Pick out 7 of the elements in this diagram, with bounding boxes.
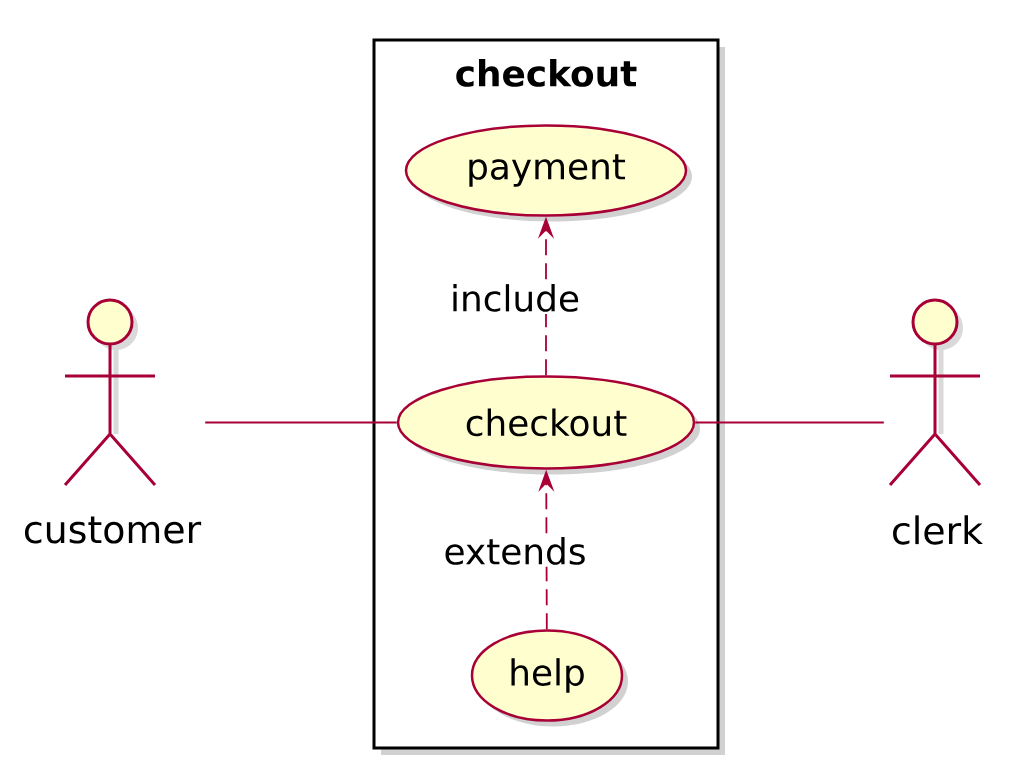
connector (694, 421, 885, 424)
actor-name: customer (24, 516, 202, 544)
actor-name: clerk (893, 515, 983, 545)
edge-label: include (448, 282, 582, 314)
connector (204, 421, 398, 424)
edge-label: extends (441, 535, 589, 567)
package-title: checkout (456, 59, 637, 87)
